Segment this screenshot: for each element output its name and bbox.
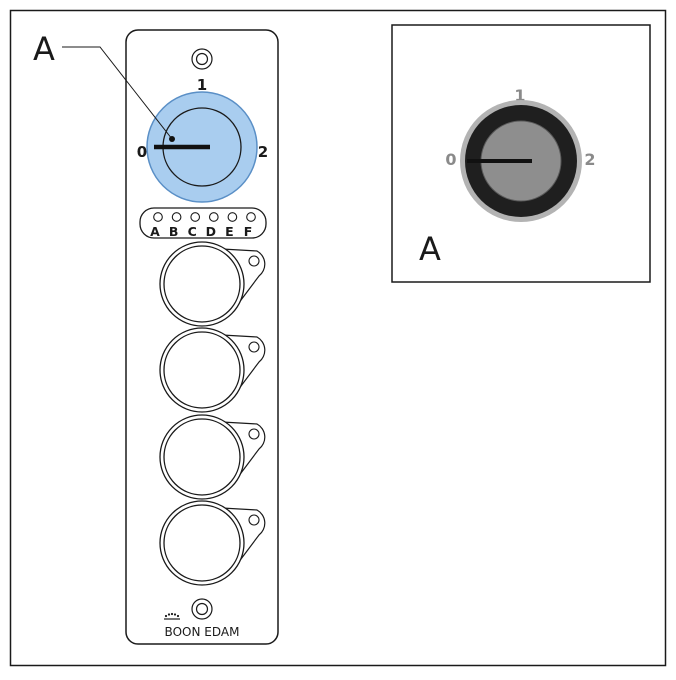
- push-button-4[interactable]: [159, 500, 266, 586]
- push-button-3[interactable]: [159, 414, 266, 500]
- inset-label-a: A: [419, 230, 441, 268]
- inset-position-2: 2: [584, 150, 595, 169]
- push-button-tab-hole: [248, 341, 260, 353]
- push-button-tab-hole: [248, 255, 260, 267]
- slot-led-e: [227, 212, 238, 222]
- slot-led-f: [246, 212, 256, 222]
- push-button-face: [163, 418, 241, 496]
- brand-name: BOON EDAM: [165, 625, 240, 639]
- callout-dot: [169, 136, 175, 142]
- control-panel: 1 0 2 A B C D E F: [62, 29, 279, 645]
- slot-letter-a: A: [150, 224, 160, 239]
- push-button-2[interactable]: [159, 327, 266, 413]
- slot-letter-f: F: [244, 224, 253, 239]
- inset-detail: 1 0 2 A: [391, 24, 651, 283]
- slot-led-a: [153, 212, 163, 222]
- key-switch-knob[interactable]: [146, 91, 258, 203]
- push-button-1[interactable]: [159, 241, 266, 327]
- slot-led-d: [208, 212, 219, 222]
- panel-position-0: 0: [137, 143, 147, 161]
- inset-position-1: 1: [514, 86, 525, 105]
- push-button-face: [163, 331, 241, 409]
- push-button-face: [163, 245, 241, 323]
- inset-key-switch: [460, 100, 582, 222]
- slot-led-b: [171, 212, 182, 222]
- panel-position-1: 1: [197, 76, 207, 94]
- led-slot-strip: A B C D E F: [139, 207, 267, 239]
- inset-position-0: 0: [445, 150, 456, 169]
- callout-leader-line: [62, 46, 173, 140]
- slot-letter-c: C: [188, 224, 197, 239]
- top-screw: [191, 48, 213, 70]
- slot-led-c: [190, 212, 201, 222]
- bottom-screw: [191, 598, 213, 620]
- slot-letter-d: D: [206, 224, 216, 239]
- slot-letter-e: E: [225, 224, 234, 239]
- brand-crown-icon: [164, 612, 180, 620]
- slot-letter-b: B: [169, 224, 179, 239]
- push-button-face: [163, 504, 241, 582]
- callout-label-a: A: [33, 30, 55, 68]
- panel-position-2: 2: [258, 143, 268, 161]
- push-button-tab-hole: [248, 514, 260, 526]
- push-button-tab-hole: [248, 428, 260, 440]
- push-button-stack: [159, 241, 266, 586]
